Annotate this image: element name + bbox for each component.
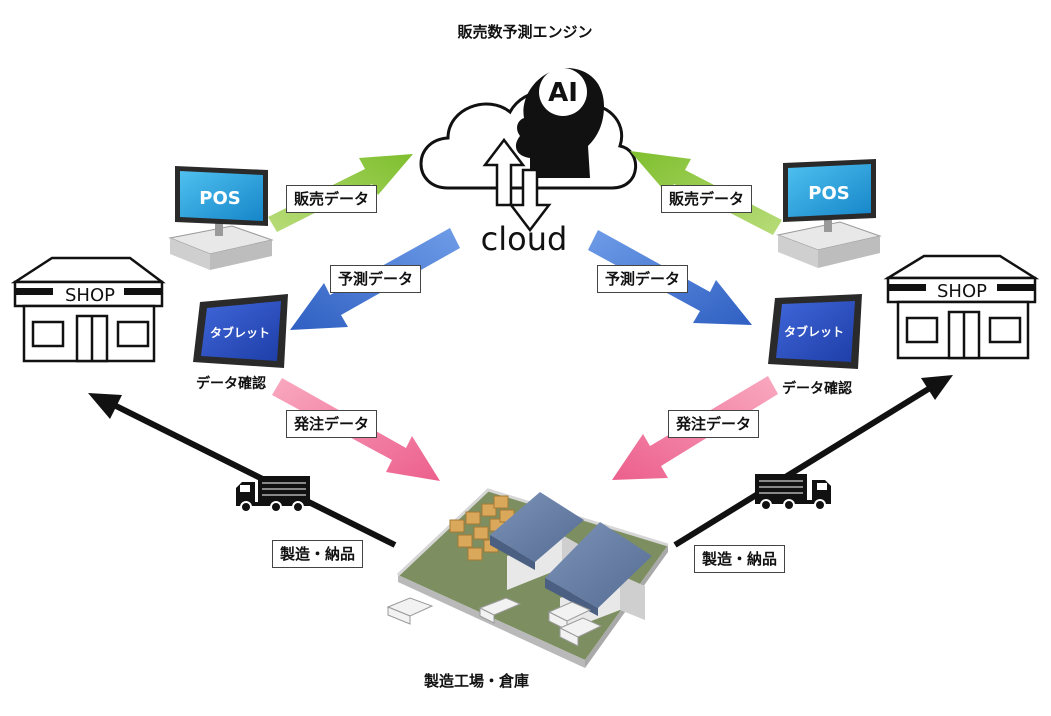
right-tablet-caption: データ確認 [782, 381, 852, 397]
right-delivery-arrow [673, 375, 953, 548]
right-order-data-label: 発注データ [668, 410, 760, 438]
right-pos-terminal-icon: POS [776, 159, 882, 268]
left-delivery-label: 製造・納品 [272, 540, 364, 568]
right-tablet-icon: タブレット [768, 294, 862, 369]
left-pos-terminal-icon: POS [168, 166, 274, 270]
left-shop-label: SHOP [65, 285, 115, 306]
cloud-label: cloud [481, 220, 568, 258]
ai-label: AI [548, 78, 578, 108]
right-tablet-label: タブレット [784, 324, 844, 339]
right-sales-data-label: 販売データ [661, 185, 753, 213]
factory-icon [386, 488, 669, 668]
engine-title: 販売数予測エンジン [457, 23, 592, 41]
right-delivery-label: 製造・納品 [694, 545, 786, 573]
right-pos-label: POS [808, 183, 849, 204]
sync-arrows-icon [482, 137, 552, 233]
right-shop-icon: SHOP [883, 254, 1040, 360]
left-shop-icon: SHOP [10, 256, 166, 363]
right-shop-label: SHOP [937, 281, 987, 302]
factory-caption: 製造工場・倉庫 [424, 672, 530, 690]
left-order-data-label: 発注データ [286, 410, 378, 438]
left-truck-icon [236, 476, 310, 513]
ai-head-icon: AI [515, 68, 604, 178]
left-tablet-label: タブレット [210, 325, 270, 340]
right-truck-icon [755, 474, 831, 511]
left-sales-data-label: 販売データ [286, 185, 378, 213]
left-forecast-data-label: 予測データ [330, 265, 422, 293]
left-tablet-icon: タブレット [193, 294, 288, 368]
left-pos-label: POS [199, 188, 240, 209]
right-forecast-data-label: 予測データ [597, 265, 689, 293]
left-tablet-caption: データ確認 [196, 376, 266, 392]
left-delivery-arrow [88, 393, 397, 548]
